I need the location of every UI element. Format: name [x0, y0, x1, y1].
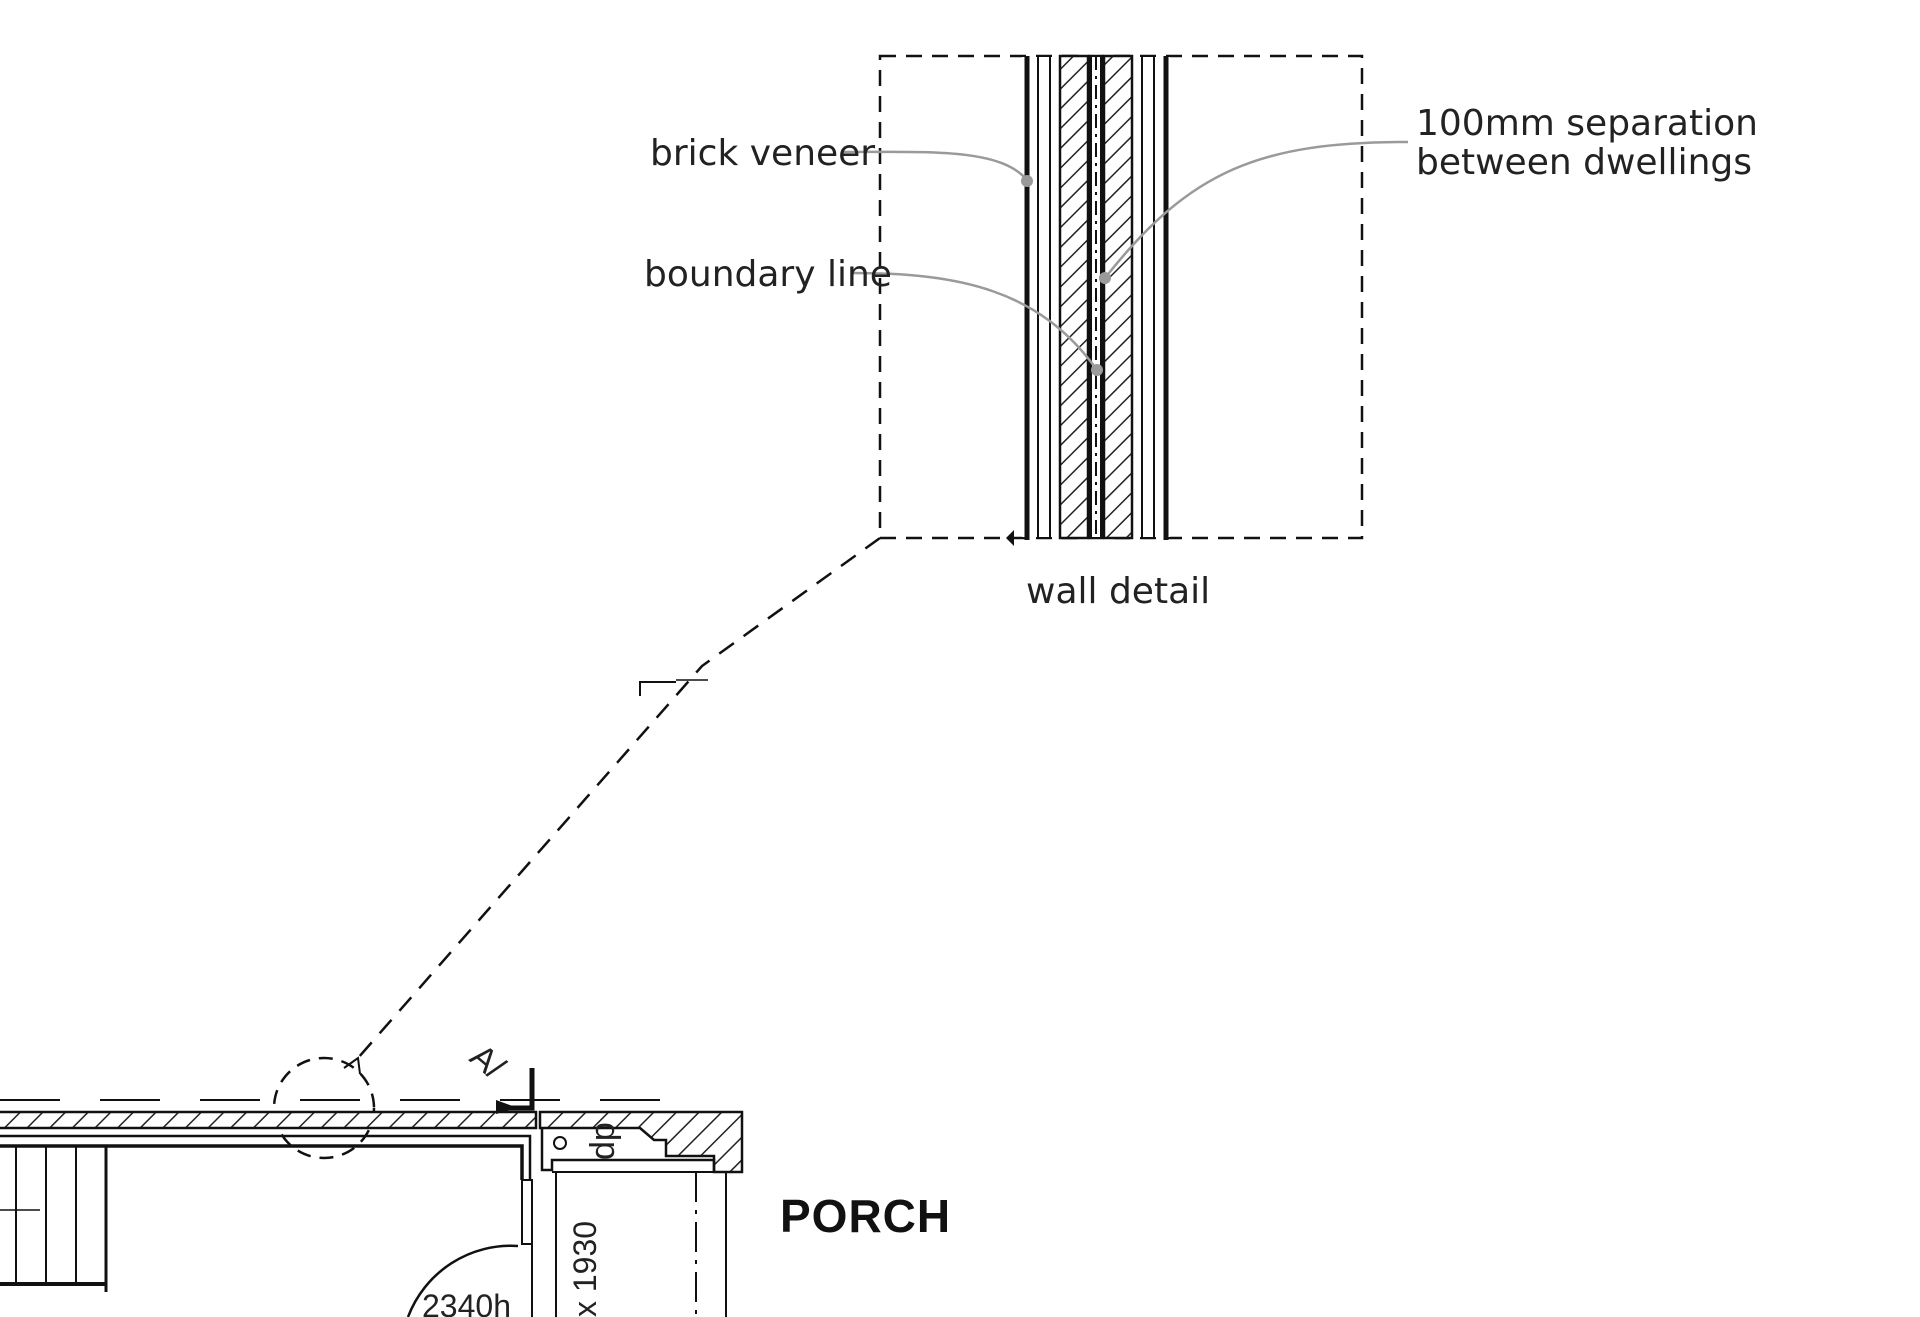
stair-joinery — [0, 1146, 108, 1292]
boundary-line-label: boundary line — [644, 254, 892, 295]
separation-label-line2: between dwellings — [1416, 142, 1752, 183]
door-height-label: 2340h — [422, 1288, 511, 1317]
porch-wall-hatch — [538, 1110, 744, 1174]
brick-veneer-leader — [841, 150, 1028, 181]
floor-plan-excerpt: dp A/ PORCH x 1930 2340h — [0, 1037, 951, 1317]
external-wall-hatch — [0, 1110, 538, 1130]
separation-leader — [1104, 140, 1409, 279]
detail-callout-circle — [272, 1056, 376, 1160]
window-dimension-label: x 1930 — [567, 1221, 603, 1317]
section-marker: A/ — [463, 1037, 535, 1114]
door-tag-label: dp — [584, 1122, 622, 1160]
wall-detail-view: brick veneer boundary line 100mm separat… — [644, 54, 1758, 612]
separation-label-line1: 100mm separation — [1416, 103, 1758, 144]
porch-label: PORCH — [780, 1190, 951, 1242]
door-swing-arc — [406, 1244, 519, 1317]
detail-callout-leader — [272, 536, 881, 1160]
wall-detail-caption: wall detail — [1026, 571, 1210, 612]
brick-veneer-label: brick veneer — [650, 133, 875, 174]
boundary-line-leader — [851, 271, 1099, 371]
section-marker-label: A/ — [463, 1037, 512, 1087]
left-wall-leaf-hatch — [1058, 54, 1090, 540]
right-wall-leaf-hatch — [1102, 54, 1134, 540]
